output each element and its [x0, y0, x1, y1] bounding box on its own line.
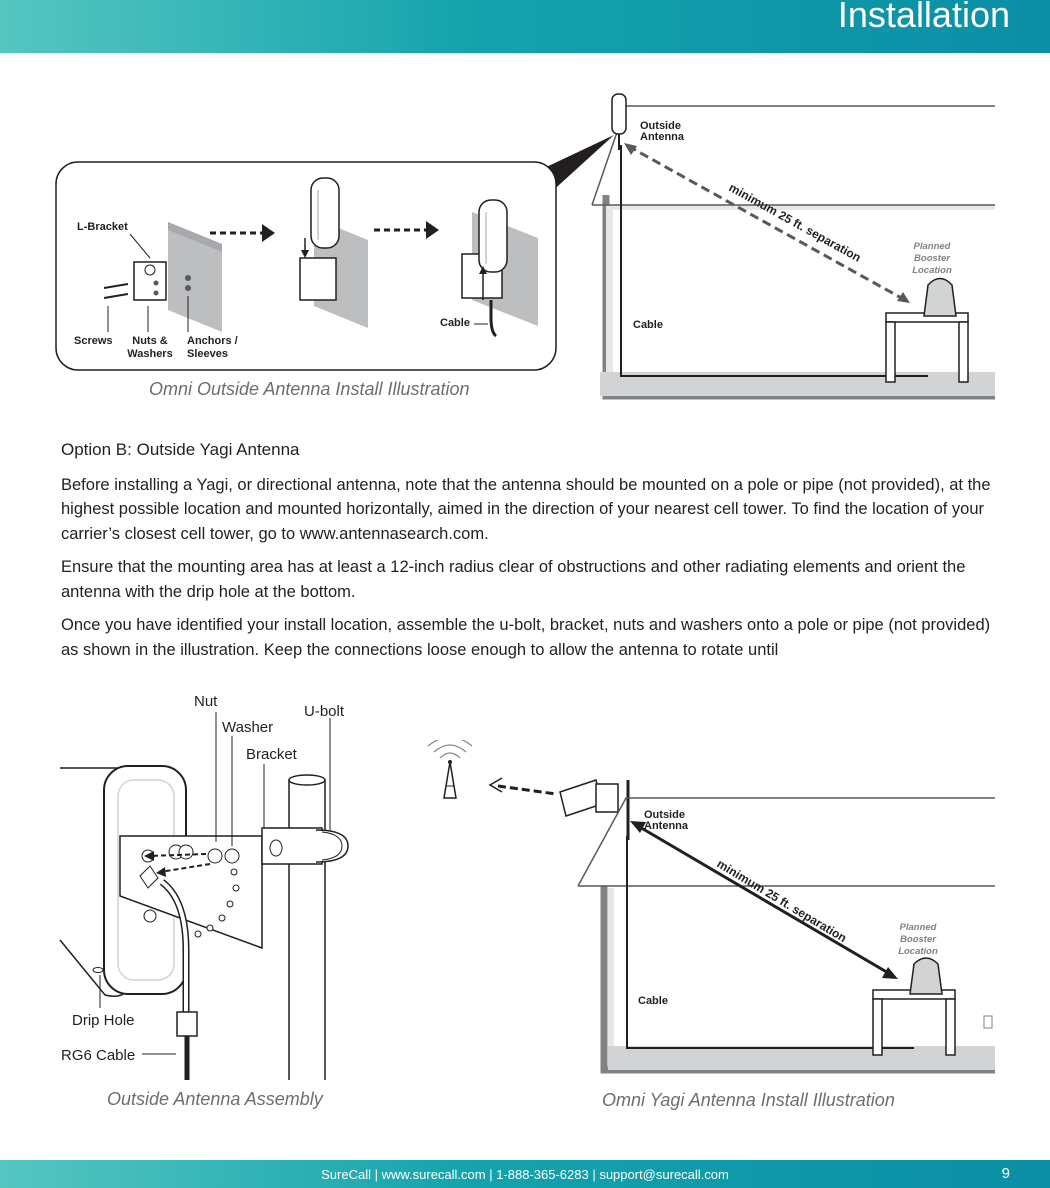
page-number: 9 — [1001, 1165, 1010, 1182]
separation-arrow-2 — [637, 824, 891, 976]
omni-install-illustration: Outside Antenna minimum 25 ft. separatio… — [55, 93, 995, 400]
outside-antenna-label-1: Outside — [640, 120, 681, 132]
washer-label: Washer — [222, 719, 273, 736]
house-outline-2 — [577, 797, 995, 1074]
bracket-label: Bracket — [246, 746, 298, 763]
step3-antenna — [461, 199, 538, 338]
house-cable-label-2: Cable — [638, 995, 668, 1007]
separation-arrow — [627, 144, 906, 302]
planned-label-3: Location — [912, 265, 952, 276]
anchors-label-2: Sleeves — [187, 348, 228, 360]
u-bolt — [261, 827, 349, 865]
cable-line-2 — [626, 836, 914, 1049]
page-title: Installation — [837, 0, 1010, 35]
outside-antenna-assembly: Nut Washer U-bolt Bracket Drip Hole RG6 … — [59, 693, 349, 1080]
page-footer: SureCall | www.surecall.com | 1-888-365-… — [0, 1160, 1050, 1188]
step-arrow-1 — [262, 224, 275, 242]
step2-antenna — [299, 177, 368, 328]
page-header: Installation — [0, 0, 1050, 53]
booster-table-2 — [872, 957, 956, 1056]
callout-wedge — [540, 135, 614, 195]
ubolt-label: U-bolt — [304, 703, 345, 720]
booster-table — [885, 277, 969, 383]
fig3-caption: Omni Yagi Antenna Install Illustration — [602, 1090, 895, 1110]
cell-tower-icon — [427, 740, 473, 799]
yagi-antenna-roof — [559, 779, 630, 840]
screws-label: Screws — [74, 335, 113, 347]
paragraph-1: Before installing a Yagi, or directional… — [61, 475, 991, 543]
outside-antenna-label-4: Antenna — [644, 820, 689, 832]
planned-label-2: Booster — [914, 253, 951, 264]
pole — [288, 774, 326, 1080]
nut-label: Nut — [194, 693, 218, 710]
fig2-caption: Outside Antenna Assembly — [107, 1089, 323, 1109]
step-arrow-2 — [426, 221, 439, 239]
l-bracket-label: L-Bracket — [77, 221, 128, 233]
planned-label-4: Planned — [900, 922, 937, 933]
yagi-install-illustration: Outside Antenna minimum 25 ft. separatio… — [427, 740, 995, 1074]
aim-arrow — [488, 777, 503, 793]
drip-hole-label: Drip Hole — [72, 1012, 135, 1029]
planned-label-5: Booster — [900, 934, 937, 945]
fig1-caption: Omni Outside Antenna Install Illustratio… — [149, 379, 470, 399]
planned-label-1: Planned — [914, 241, 951, 252]
house-outline — [590, 105, 995, 400]
section-heading: Option B: Outside Yagi Antenna — [61, 440, 300, 459]
step1-wall — [103, 222, 222, 332]
rg6-cable-label: RG6 Cable — [61, 1047, 135, 1064]
planned-label-6: Location — [898, 946, 938, 957]
body-text: Option B: Outside Yagi Antenna Before in… — [61, 438, 1001, 671]
footer-contact: SureCall | www.surecall.com | 1-888-365-… — [321, 1167, 729, 1182]
inset-cable-label: Cable — [440, 317, 470, 329]
house-cable-label: Cable — [633, 319, 663, 331]
bracket-plate — [119, 835, 263, 950]
nuts-label-1: Nuts & — [132, 335, 168, 347]
outside-antenna-label-3: Outside — [644, 809, 685, 821]
outside-antenna-label-2: Antenna — [640, 131, 685, 143]
nuts-label-2: Washers — [127, 348, 172, 360]
paragraph-3: Once you have identified your install lo… — [61, 616, 991, 659]
anchors-label-1: Anchors / — [187, 335, 238, 347]
cable-line — [620, 145, 928, 377]
paragraph-2: Ensure that the mounting area has at lea… — [61, 558, 966, 601]
omni-antenna-roof — [611, 93, 627, 150]
